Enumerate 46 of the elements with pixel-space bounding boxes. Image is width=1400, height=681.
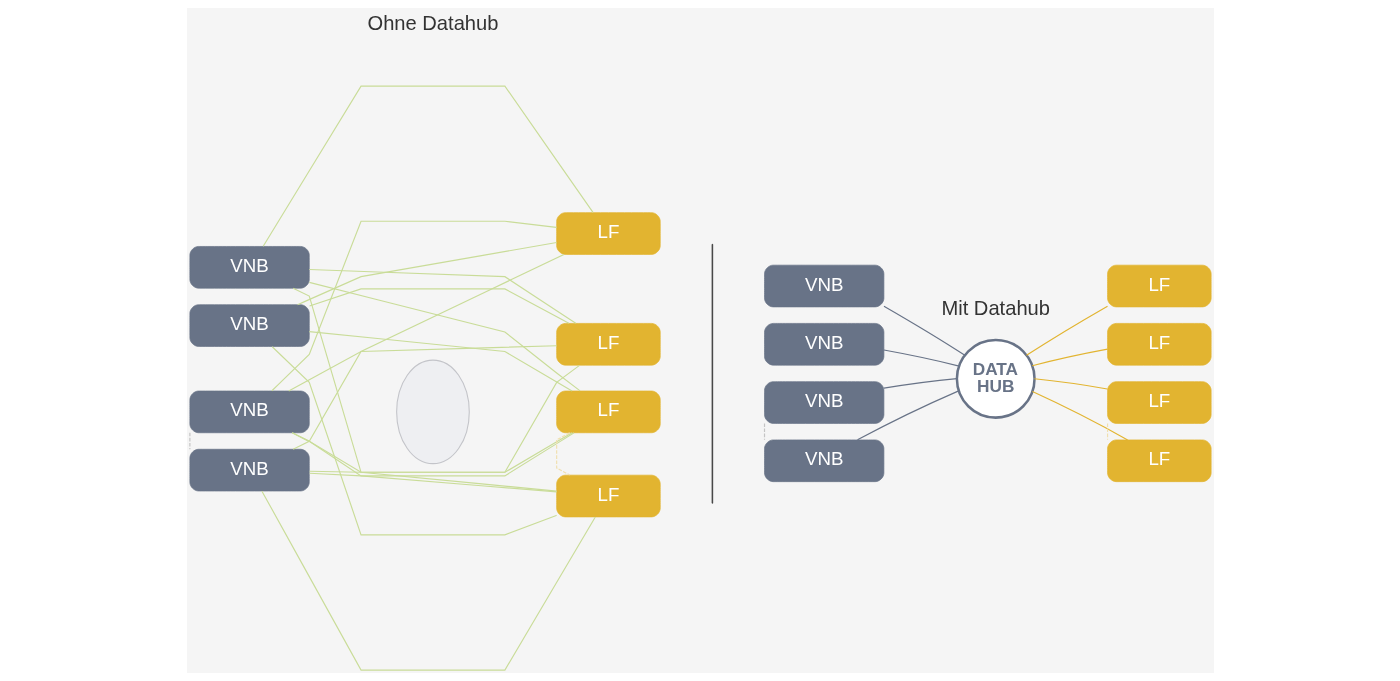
connector	[882, 349, 960, 367]
connector	[308, 288, 569, 324]
connector	[1025, 305, 1108, 356]
node-box: LF	[1106, 323, 1211, 366]
connector	[308, 268, 576, 324]
connector	[1033, 378, 1108, 390]
connector	[882, 378, 957, 389]
connector	[763, 422, 765, 441]
connector	[291, 432, 557, 493]
node-box: LF	[555, 323, 661, 366]
connector	[1031, 348, 1108, 367]
node-box: LF	[1106, 381, 1211, 424]
node-cloud	[395, 359, 470, 465]
connector	[555, 432, 570, 476]
node-circle: DATA HUB	[955, 338, 1036, 419]
connector	[308, 281, 581, 392]
connector	[270, 220, 557, 392]
connector	[260, 490, 596, 671]
connector	[308, 364, 580, 473]
node-box: VNB	[189, 304, 310, 347]
connector	[262, 85, 594, 247]
connector	[287, 345, 557, 392]
connector	[856, 390, 959, 441]
connector	[271, 346, 557, 536]
label: Mit Datahub	[940, 296, 1050, 319]
node-box: LF	[1106, 439, 1211, 482]
node-box: VNB	[189, 390, 310, 434]
node-box: VNB	[763, 264, 884, 308]
node-box: LF	[555, 390, 661, 434]
node-box: VNB	[189, 448, 310, 492]
node-box: VNB	[763, 323, 884, 366]
connector	[1106, 422, 1108, 441]
connector	[296, 241, 557, 306]
node-box: VNB	[189, 246, 310, 289]
connector	[188, 432, 190, 450]
node-box: LF	[555, 474, 661, 518]
node-box: LF	[1106, 264, 1211, 308]
node-box: VNB	[763, 439, 884, 482]
label: Ohne Datahub	[367, 11, 498, 34]
connector	[292, 287, 557, 492]
node-box: VNB	[763, 381, 884, 424]
connector	[1031, 390, 1128, 441]
connector	[882, 305, 965, 356]
connector	[292, 253, 564, 450]
connector	[308, 331, 573, 392]
node-box: LF	[555, 212, 661, 255]
